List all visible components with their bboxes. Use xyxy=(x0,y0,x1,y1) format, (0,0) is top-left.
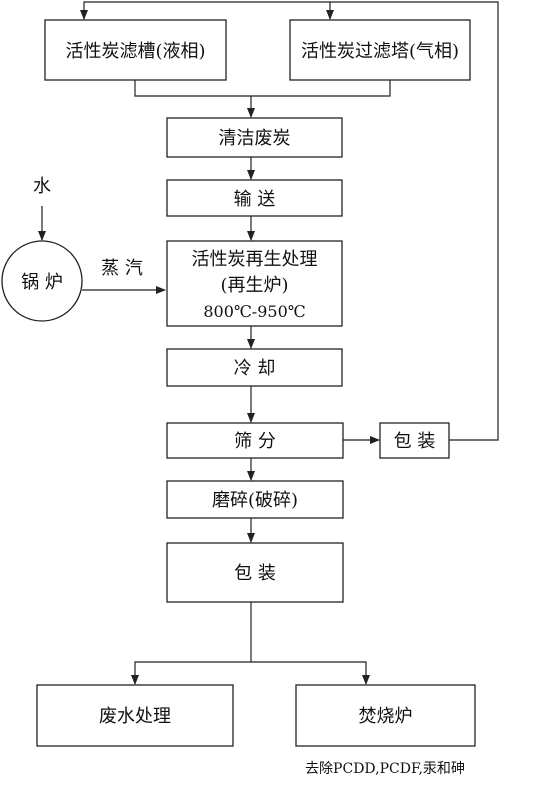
node-boiler-label: 锅 炉 xyxy=(21,272,63,293)
node-regeneration-subtitle: (再生炉) xyxy=(220,275,288,296)
node-incinerator: 焚烧炉 xyxy=(295,684,476,747)
node-regeneration: 活性炭再生处理 (再生炉) 800℃-950℃ xyxy=(166,240,343,327)
node-regeneration-temperature: 800℃-950℃ xyxy=(203,302,305,321)
edge-split-to-wastewater xyxy=(131,661,251,685)
label-water: 水 xyxy=(33,176,51,197)
node-screening-label: 筛 分 xyxy=(234,431,276,452)
node-regeneration-title: 活性炭再生处理 xyxy=(192,249,318,270)
edge-split-to-incinerator xyxy=(251,661,370,685)
node-incinerator-label: 焚烧炉 xyxy=(359,706,413,727)
node-gas-tower-label: 活性炭过滤塔(气相) xyxy=(301,41,459,62)
node-clean-waste-carbon: 清洁废炭 xyxy=(166,117,343,158)
node-conveying-label: 输 送 xyxy=(234,189,276,210)
node-cooling: 冷 却 xyxy=(166,348,343,387)
node-packaging-main: 包 装 xyxy=(166,542,344,603)
edge-liquid-tank-merge xyxy=(134,80,391,97)
node-wastewater: 废水处理 xyxy=(36,684,234,747)
node-packaging-main-label: 包 装 xyxy=(234,563,276,584)
node-grinding: 磨碎(破碎) xyxy=(166,480,344,519)
node-packaging-small: 包 装 xyxy=(379,422,450,459)
node-grinding-label: 磨碎(破碎) xyxy=(212,490,298,511)
node-wastewater-label: 废水处理 xyxy=(99,706,171,727)
node-gas-tower: 活性炭过滤塔(气相) xyxy=(289,19,471,81)
node-screening: 筛 分 xyxy=(166,422,344,459)
node-cooling-label: 冷 却 xyxy=(234,358,276,379)
label-incinerator-note: 去除PCDD,PCDF,汞和砷 xyxy=(305,761,465,777)
node-boiler: 锅 炉 xyxy=(1,240,83,322)
node-liquid-tank: 活性炭滤槽(液相) xyxy=(44,19,227,81)
node-clean-waste-carbon-label: 清洁废炭 xyxy=(219,128,291,149)
node-conveying: 输 送 xyxy=(166,179,343,217)
node-liquid-tank-label: 活性炭滤槽(液相) xyxy=(65,41,205,62)
label-steam: 蒸 汽 xyxy=(101,258,143,279)
edge-recycle-loop xyxy=(80,1,499,441)
node-packaging-small-label: 包 装 xyxy=(394,431,436,452)
